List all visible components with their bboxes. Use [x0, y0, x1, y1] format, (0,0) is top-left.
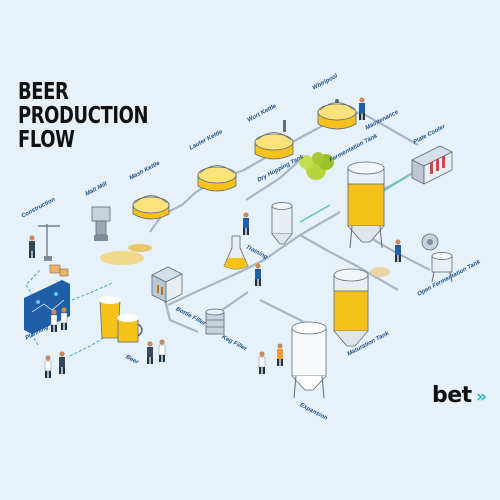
worker-figures — [29, 97, 401, 378]
worker-icon — [59, 351, 65, 374]
malt-mill-icon — [91, 206, 111, 241]
worker-icon — [60, 307, 68, 330]
expansion-tank-icon — [291, 321, 327, 399]
flask-icon — [223, 235, 249, 270]
brand-logo: bet — [432, 383, 472, 408]
worker-icon — [147, 341, 153, 364]
worker-icon — [158, 339, 166, 362]
worker-icon — [277, 343, 283, 366]
keg-icon — [205, 308, 225, 335]
wort-kettle-icon — [254, 120, 294, 160]
valve-icon — [421, 233, 439, 251]
grain-sack-icon — [370, 267, 390, 277]
title-line: FLOW — [18, 127, 75, 153]
page-title: BEER PRODUCTION FLOW — [18, 79, 149, 153]
open-fermentation-tank-icon — [431, 252, 453, 283]
malt-pile-icon — [100, 244, 152, 265]
title-line: PRODUCTION — [18, 103, 149, 129]
beer-mug-icon — [117, 314, 143, 343]
hops-icon — [299, 152, 334, 180]
accent-lines — [299, 175, 409, 223]
worker-icon — [44, 355, 52, 378]
title-line: BEER — [18, 79, 69, 105]
training-tank-icon — [271, 202, 293, 245]
worker-icon — [359, 97, 365, 120]
worker-icon — [50, 309, 58, 332]
plate-cooler-icon — [411, 145, 453, 185]
boxes-icon — [49, 264, 69, 277]
bottle-filler-icon — [151, 266, 183, 303]
whirlpool-icon — [317, 99, 357, 130]
fermentation-tank-icon — [347, 161, 385, 249]
mash-kettle-icon — [132, 195, 170, 220]
lauter-kettle-icon — [197, 165, 237, 192]
planning-board-icon — [24, 280, 70, 334]
maturation-tank-icon — [333, 268, 369, 347]
crane-icon — [38, 224, 60, 261]
worker-icon — [258, 351, 266, 374]
pipes — [149, 110, 431, 334]
worker-icon — [29, 235, 35, 258]
worker-icon — [395, 239, 401, 262]
worker-icon — [255, 263, 261, 286]
worker-icon — [243, 212, 249, 235]
chevron-right-icon: » — [476, 387, 487, 407]
